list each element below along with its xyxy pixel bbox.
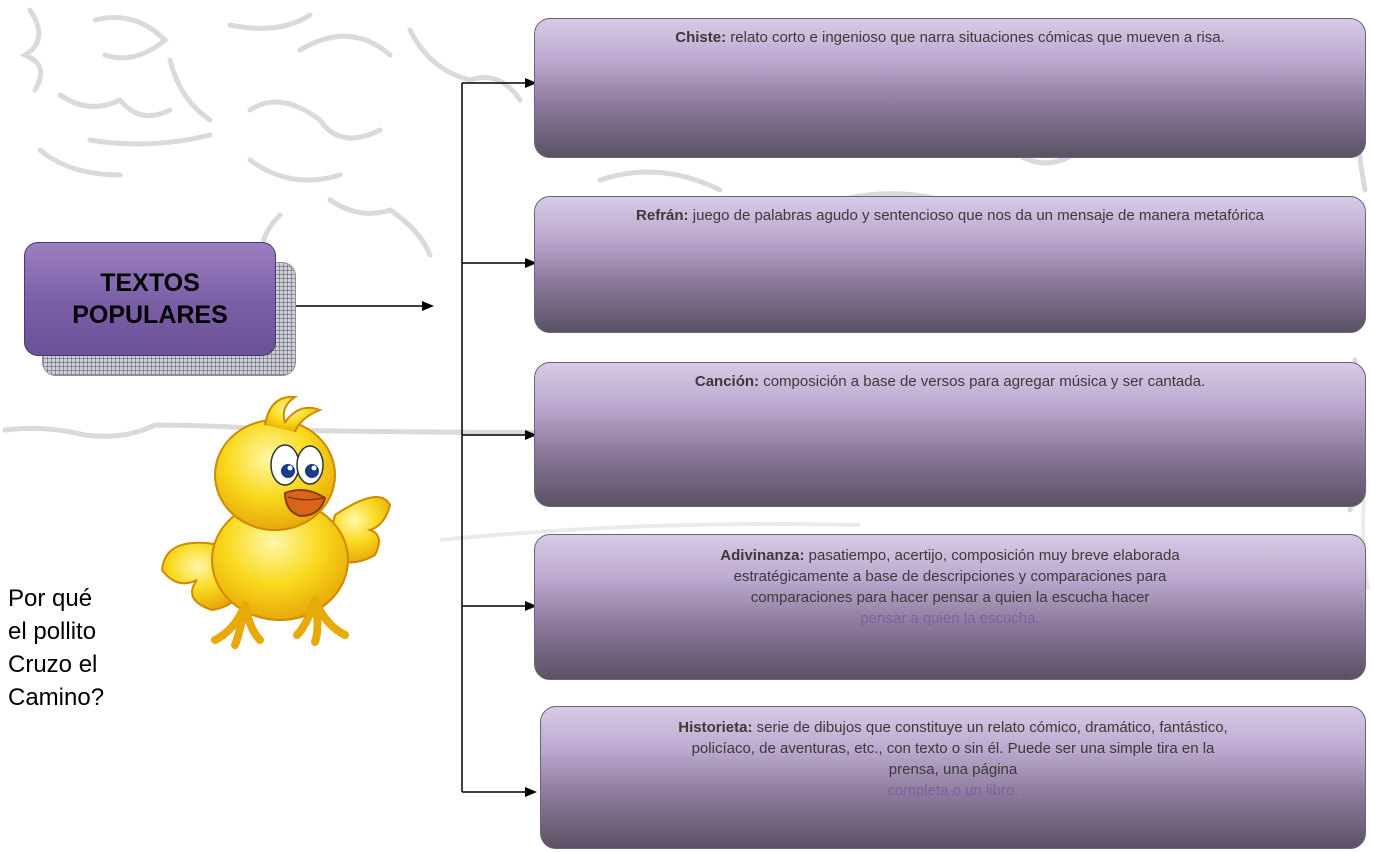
item-card-historieta: Historieta: serie de dibujos que constit… xyxy=(540,706,1366,849)
item-extra: completa o un libro. xyxy=(887,782,1019,799)
item-card-cancion: Canción: composición a base de versos pa… xyxy=(534,362,1366,507)
chick-illustration xyxy=(160,395,392,649)
item-description: relato corto e ingenioso que narra situa… xyxy=(726,29,1225,46)
main-topic-box: TEXTOS POPULARES xyxy=(24,242,276,356)
item-description: composición a base de versos para agrega… xyxy=(759,373,1206,390)
item-description: juego de palabras agudo y sentencioso qu… xyxy=(688,207,1264,224)
item-term: Historieta: xyxy=(678,719,753,736)
side-question: Por qué el pollito Cruzo el Camino? xyxy=(8,585,105,711)
item-term: Chiste: xyxy=(675,29,727,46)
item-term: Refrán: xyxy=(636,207,689,224)
item-term: Adivinanza: xyxy=(720,547,805,564)
item-term: Canción: xyxy=(694,373,760,390)
item-description: serie de dibujos que constituye un relat… xyxy=(691,719,1228,778)
main-topic-label: TEXTOS POPULARES xyxy=(72,269,228,329)
item-extra: pensar a quien la escucha. xyxy=(860,610,1040,627)
item-card-refran: Refrán: juego de palabras agudo y senten… xyxy=(534,196,1366,333)
item-card-chiste: Chiste: relato corto e ingenioso que nar… xyxy=(534,18,1366,158)
item-card-adivinanza: Adivinanza: pasatiempo, acertijo, compos… xyxy=(534,534,1366,680)
item-description: pasatiempo, acertijo, composición muy br… xyxy=(733,547,1180,606)
